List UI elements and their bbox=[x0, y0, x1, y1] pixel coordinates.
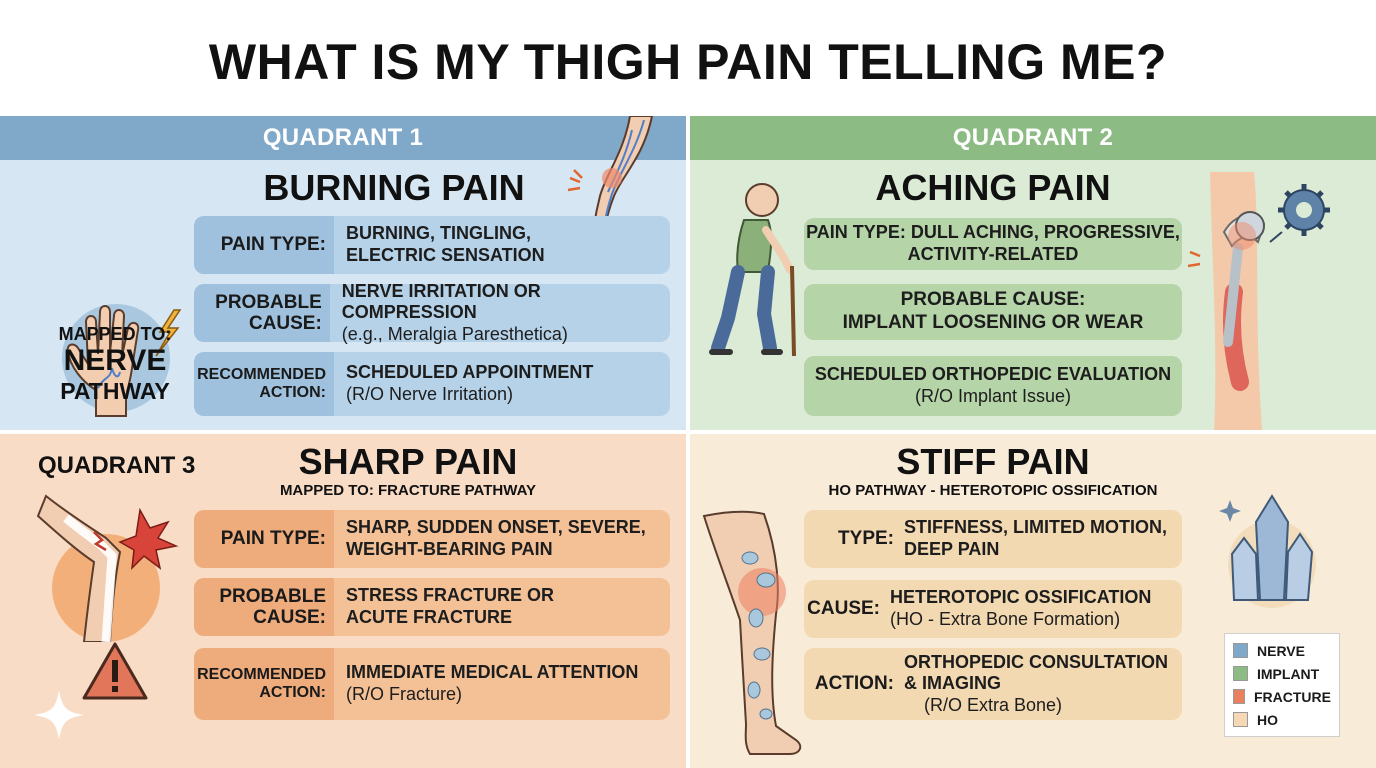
legend-label: HO bbox=[1257, 711, 1278, 728]
page-title: WHAT IS MY THIGH PAIN TELLING ME? bbox=[208, 34, 1168, 90]
leg-bone-growth-icon bbox=[702, 510, 802, 755]
legend-item-ho: HO bbox=[1233, 708, 1331, 731]
row-label: ACTION: bbox=[814, 673, 894, 695]
hip-implant-gear-icon bbox=[1187, 172, 1330, 430]
row-label: PAIN TYPE: bbox=[194, 216, 334, 274]
quadrant-4-heading: STIFF PAIN bbox=[896, 441, 1090, 482]
quadrant-4-subheading: HO PATHWAY - HETEROTOPIC OSSIFICATION bbox=[828, 482, 1158, 499]
quadrant-4-cause-row: CAUSE: HETEROTOPIC OSSIFICATION(HO - Ext… bbox=[804, 580, 1182, 638]
quadrant-2-cause-row: PROBABLE CAUSE:IMPLANT LOOSENING OR WEAR bbox=[804, 284, 1182, 340]
quadrant-1-mapped-pathway: PATHWAY bbox=[60, 378, 170, 404]
row-value: SCHEDULED APPOINTMENT(R/O Nerve Irritati… bbox=[346, 362, 594, 404]
walking-person-with-cane-icon bbox=[709, 183, 796, 357]
legend-swatch bbox=[1233, 689, 1245, 704]
legend-item-nerve: NERVE bbox=[1233, 639, 1331, 662]
row-value: HETEROTOPIC OSSIFICATION(HO - Extra Bone… bbox=[890, 587, 1152, 629]
quadrant-2-label: QUADRANT 2 bbox=[690, 116, 1376, 160]
quadrant-2-action-row: SCHEDULED ORTHOPEDIC EVALUATION(R/O Impl… bbox=[804, 356, 1182, 416]
legend-swatch bbox=[1233, 712, 1248, 727]
row-value: SCHEDULED ORTHOPEDIC EVALUATION(R/O Impl… bbox=[814, 364, 1172, 406]
knee-fracture-icon bbox=[36, 494, 179, 642]
legend-swatch bbox=[1233, 643, 1248, 658]
row-value: IMMEDIATE MEDICAL ATTENTION(R/O Fracture… bbox=[346, 662, 639, 704]
row-value: PAIN TYPE: DULL ACHING, PROGRESSIVE,ACTI… bbox=[806, 222, 1180, 264]
legend-item-implant: IMPLANT bbox=[1233, 662, 1331, 685]
row-value: ORTHOPEDIC CONSULTATION& IMAGING(R/O Ext… bbox=[904, 651, 1168, 715]
quadrant-4-action-row: ACTION: ORTHOPEDIC CONSULTATION& IMAGING… bbox=[804, 648, 1182, 720]
row-value: STIFFNESS, LIMITED MOTION,DEEP PAIN bbox=[904, 517, 1167, 559]
row-label: TYPE: bbox=[838, 528, 894, 550]
row-value: BURNING, TINGLING,ELECTRIC SENSATION bbox=[346, 223, 545, 265]
quadrant-3-subheading: MAPPED TO: FRACTURE PATHWAY bbox=[279, 482, 537, 499]
quadrant-1-label: QUADRANT 1 bbox=[0, 116, 686, 160]
quadrant-1-mapped-nerve: NERVE bbox=[63, 344, 167, 377]
quadrant-1-mapped-label: MAPPED TO: bbox=[58, 324, 172, 344]
row-value: SHARP, SUDDEN ONSET, SEVERE,WEIGHT-BEARI… bbox=[346, 517, 646, 559]
row-value: PROBABLE CAUSE:IMPLANT LOOSENING OR WEAR bbox=[842, 289, 1144, 333]
quadrant-3-pain-type-row: PAIN TYPE: SHARP, SUDDEN ONSET, SEVERE,W… bbox=[194, 510, 670, 568]
row-label: PAIN TYPE: bbox=[194, 510, 334, 568]
legend: NERVE IMPLANT FRACTURE HO bbox=[1224, 633, 1340, 737]
row-value: NERVE IRRITATION OR COMPRESSION(e.g., Me… bbox=[341, 280, 568, 344]
legend-label: FRACTURE bbox=[1254, 688, 1331, 705]
quadrant-1-pain-type-row: PAIN TYPE: BURNING, TINGLING,ELECTRIC SE… bbox=[194, 216, 670, 274]
legend-label: IMPLANT bbox=[1257, 665, 1320, 682]
quadrant-3-label: QUADRANT 3 bbox=[38, 452, 196, 479]
quadrant-4-type-row: TYPE: STIFFNESS, LIMITED MOTION,DEEP PAI… bbox=[804, 510, 1182, 568]
quadrant-1-heading: BURNING PAIN bbox=[263, 167, 525, 208]
legend-swatch bbox=[1233, 666, 1248, 681]
quadrant-3-heading: SHARP PAIN bbox=[298, 441, 518, 482]
sparkle-icon bbox=[34, 690, 84, 740]
quadrant-2-heading: ACHING PAIN bbox=[875, 167, 1111, 208]
warning-icon bbox=[82, 642, 148, 700]
row-label: CAUSE: bbox=[807, 598, 880, 620]
hand-nerve-icon bbox=[62, 304, 182, 417]
legend-item-fracture: FRACTURE bbox=[1233, 685, 1331, 708]
crystal-icon bbox=[1219, 494, 1316, 608]
quadrant-2-pain-type-row: PAIN TYPE: DULL ACHING, PROGRESSIVE,ACTI… bbox=[804, 218, 1182, 270]
legend-label: NERVE bbox=[1257, 642, 1305, 659]
